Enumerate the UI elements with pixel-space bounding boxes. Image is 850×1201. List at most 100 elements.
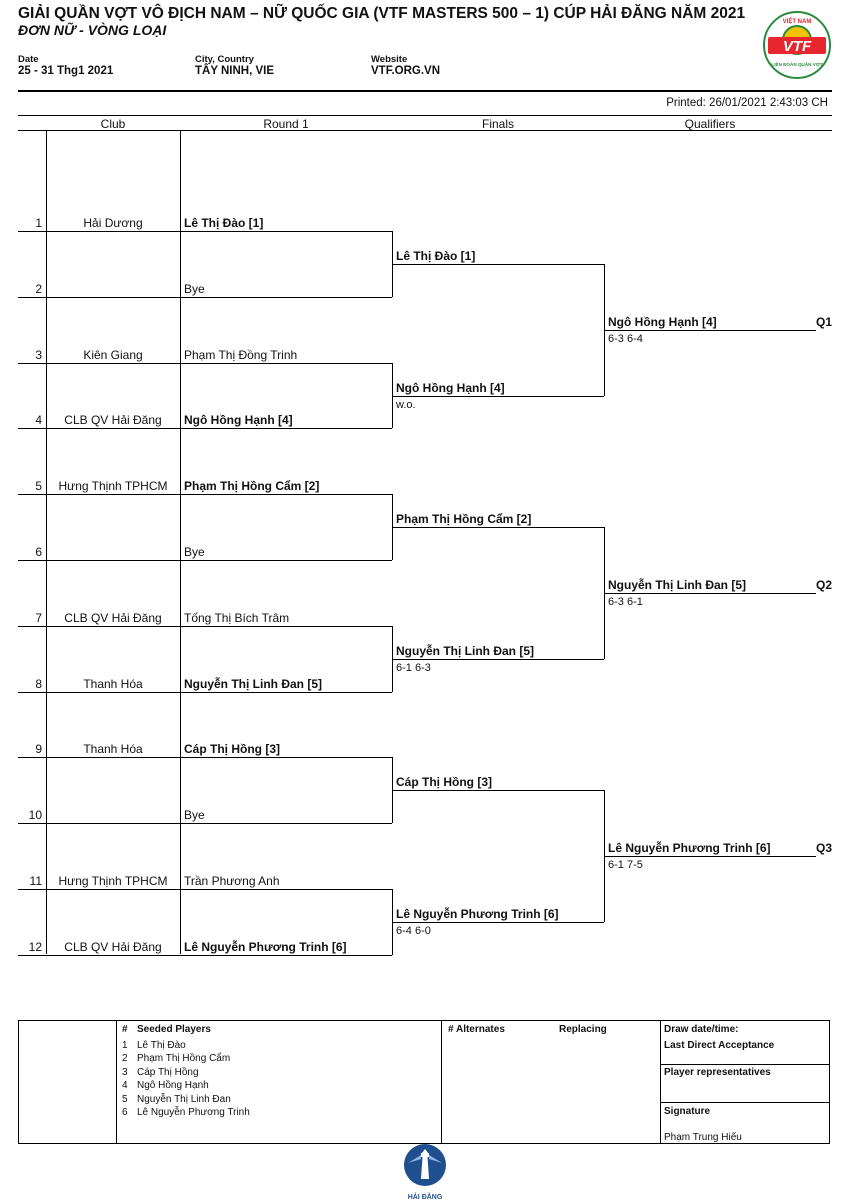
draw-position: 2 xyxy=(35,282,42,296)
column-header-bottom-rule xyxy=(18,130,832,131)
player-name: Trần Phương Anh xyxy=(184,874,280,888)
draw-position: 11 xyxy=(29,874,42,888)
seeded-player-name: Cáp Thị Hồng xyxy=(137,1066,199,1078)
draw-line-r1 xyxy=(18,560,392,561)
player-name: Ngô Hồng Hạnh [4] xyxy=(184,413,293,427)
draw-position: 3 xyxy=(35,348,42,362)
draw-position: 8 xyxy=(35,677,42,691)
draw-line-r1 xyxy=(18,955,392,956)
draw-position: 9 xyxy=(35,742,42,756)
website-value: VTF.ORG.VN xyxy=(371,65,441,77)
seeded-number: 2 xyxy=(122,1053,128,1065)
club-column-divider xyxy=(46,130,47,954)
last-direct-acceptance-label: Last Direct Acceptance xyxy=(664,1040,775,1051)
player-name: Cáp Thị Hồng [3] xyxy=(184,742,280,756)
seeded-number: 5 xyxy=(122,1093,128,1105)
seeded-player-name: Ngô Hồng Hạnh xyxy=(137,1080,209,1092)
draw-line-r1 xyxy=(18,494,392,495)
draw-line-r1 xyxy=(18,757,392,758)
player-name: Bye xyxy=(184,808,205,822)
footer-right-rule-1 xyxy=(660,1064,830,1065)
player-name: Lê Nguyễn Phương Trinh [6] xyxy=(184,940,347,954)
round2-player: Nguyễn Thị Linh Đan [5] xyxy=(396,644,534,658)
player-club: Hưng Thịnh TPHCM xyxy=(58,874,168,888)
draw-line-r2 xyxy=(392,790,604,791)
round2-player: Phạm Thị Hồng Cẩm [2] xyxy=(396,512,532,526)
vtf-logo-top: VIỆT NAM xyxy=(783,17,812,25)
footer-divider-1 xyxy=(116,1020,117,1144)
draw-line-r2 xyxy=(392,264,604,265)
tournament-title: GIẢI QUẦN VỢT VÔ ĐỊCH NAM – NỮ QUỐC GIA … xyxy=(18,5,746,22)
column-header-top-rule xyxy=(18,115,832,116)
round1-column-divider xyxy=(180,130,181,954)
draw-line-qualifier xyxy=(604,593,816,594)
seeded-number: 4 xyxy=(122,1080,128,1092)
date-value: 25 - 31 Thg1 2021 xyxy=(18,65,114,77)
player-club: Hải Dương xyxy=(83,216,143,230)
seeded-title: Seeded Players xyxy=(137,1024,211,1035)
qualifier-score: 6-3 6-1 xyxy=(608,596,643,608)
seeded-hash: # xyxy=(122,1024,128,1035)
footer-divider-2 xyxy=(441,1020,442,1144)
player-club: Hưng Thịnh TPHCM xyxy=(58,479,168,493)
draw-position: 5 xyxy=(35,479,42,493)
draw-position: 1 xyxy=(35,216,42,230)
signature-name: Phạm Trung Hiếu xyxy=(664,1132,742,1143)
footer-right-rule-2 xyxy=(660,1102,830,1103)
round2-score: 6-4 6-0 xyxy=(396,925,431,937)
player-name: Bye xyxy=(184,282,205,296)
column-finals: Finals xyxy=(481,117,514,131)
round2-player: Lê Nguyễn Phương Trinh [6] xyxy=(396,907,559,921)
seeded-player-name: Nguyễn Thị Linh Đan xyxy=(137,1093,231,1105)
draw-position: 6 xyxy=(35,545,42,559)
seeded-number: 3 xyxy=(122,1066,128,1078)
seeded-player-name: Phạm Thị Hồng Cẩm xyxy=(137,1053,231,1065)
seeded-number: 6 xyxy=(122,1107,128,1118)
qualifier-score: 6-3 6-4 xyxy=(608,333,643,345)
signature-label: Signature xyxy=(664,1106,711,1117)
draw-line-r1 xyxy=(18,297,392,298)
qualifier-player: Ngô Hồng Hạnh [4] xyxy=(608,315,717,329)
player-name: Phạm Thị Hồng Cẩm [2] xyxy=(184,479,320,493)
player-representatives-label: Player representatives xyxy=(664,1067,771,1078)
player-club: Kiên Giang xyxy=(83,348,143,362)
column-club: Club xyxy=(100,117,126,131)
player-name: Tống Thị Bích Trâm xyxy=(184,611,290,625)
draw-position: 7 xyxy=(35,611,42,625)
qualifier-label: Q1 xyxy=(816,315,833,329)
player-name: Nguyễn Thị Linh Đan [5] xyxy=(184,677,322,691)
qualifier-score: 6-1 7-5 xyxy=(608,859,643,871)
seeded-player-name: Lê Thị Đào xyxy=(137,1040,186,1051)
qualifier-label: Q3 xyxy=(816,841,833,855)
draw-line-r2 xyxy=(392,527,604,528)
draw-line-r2 xyxy=(392,396,604,397)
hai-dang-logo-text: HẢI ĐĂNG xyxy=(407,1194,443,1201)
round2-score: 6-1 6-3 xyxy=(396,662,431,674)
qualifier-player: Nguyễn Thị Linh Đan [5] xyxy=(608,578,746,592)
draw-line-r1 xyxy=(18,889,392,890)
player-club: Thanh Hóa xyxy=(83,677,143,691)
player-club: CLB QV Hải Đăng xyxy=(64,611,162,625)
city-label: City, Country xyxy=(195,54,254,65)
event-subtitle: ĐƠN NỮ - VÒNG LOẠI xyxy=(18,22,167,38)
alternates-title: # Alternates xyxy=(448,1024,505,1035)
player-club: CLB QV Hải Đăng xyxy=(64,413,162,427)
seeded-player-name: Lê Nguyễn Phương Trinh xyxy=(137,1107,250,1118)
draw-line-qualifier xyxy=(604,330,816,331)
draw-line-r1 xyxy=(18,428,392,429)
draw-position: 10 xyxy=(28,808,42,822)
round2-player: Lê Thị Đào [1] xyxy=(396,249,476,263)
draw-position: 12 xyxy=(28,940,42,954)
round2-player: Cáp Thị Hồng [3] xyxy=(396,775,492,789)
column-round1: Round 1 xyxy=(263,117,309,131)
replacing-title: Replacing xyxy=(559,1024,607,1035)
qualifier-player: Lê Nguyễn Phương Trinh [6] xyxy=(608,841,771,855)
header-rule xyxy=(18,90,832,92)
vtf-logo-bottom: LIÊN ĐOÀN QUẦN VỢT xyxy=(771,60,822,67)
draw-line-r1 xyxy=(18,626,392,627)
vtf-logo: VTF VIỆT NAM LIÊN ĐOÀN QUẦN VỢT xyxy=(762,10,832,80)
player-name: Lê Thị Đào [1] xyxy=(184,216,264,230)
footer-divider-3 xyxy=(660,1020,661,1144)
seeded-number: 1 xyxy=(122,1040,128,1051)
column-qualifiers: Qualifiers xyxy=(684,117,736,131)
